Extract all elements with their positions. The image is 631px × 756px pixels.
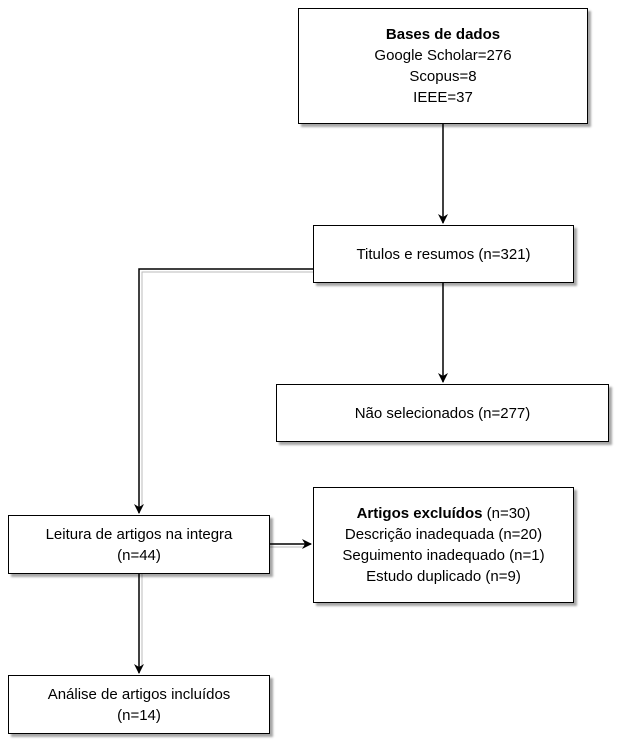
node-excluded-header: Artigos excluídos (n=30) [357, 503, 531, 524]
arrow-titles-to-reading [134, 268, 313, 514]
node-excluded-title: Artigos excluídos [356, 505, 483, 522]
node-databases-line: IEEE=37 [413, 89, 473, 106]
node-excluded-count: (n=30) [482, 505, 531, 522]
node-excluded-line: Estudo duplicado (n=9) [366, 568, 521, 585]
node-full-reading: Leitura de artigos na integra (n=44) [8, 515, 270, 574]
node-full-reading-line1: Leitura de artigos na integra [45, 525, 233, 543]
node-databases-title: Bases de dados [385, 26, 501, 43]
node-databases-line: Google Scholar=276 [374, 47, 512, 64]
node-titles-abstracts-label: Titulos e resumos (n=321) [356, 245, 531, 263]
node-databases: Bases de dados Google Scholar=276 Scopus… [298, 8, 588, 124]
node-titles-abstracts: Titulos e resumos (n=321) [313, 225, 574, 283]
node-included-line1: Análise de artigos incluídos [47, 685, 231, 703]
node-not-selected-label: Não selecionados (n=277) [354, 404, 531, 422]
node-included: Análise de artigos incluídos (n=14) [8, 675, 270, 734]
node-databases-line: Scopus=8 [409, 68, 477, 85]
node-excluded-line: Descrição inadequada (n=20) [344, 526, 543, 543]
node-excluded-line: Seguimento inadequado (n=1) [342, 547, 545, 564]
node-full-reading-line2: (n=44) [117, 546, 161, 564]
node-excluded: Artigos excluídos (n=30) Descrição inade… [313, 487, 574, 603]
node-not-selected: Não selecionados (n=277) [276, 384, 609, 442]
node-included-line2: (n=14) [117, 706, 161, 724]
